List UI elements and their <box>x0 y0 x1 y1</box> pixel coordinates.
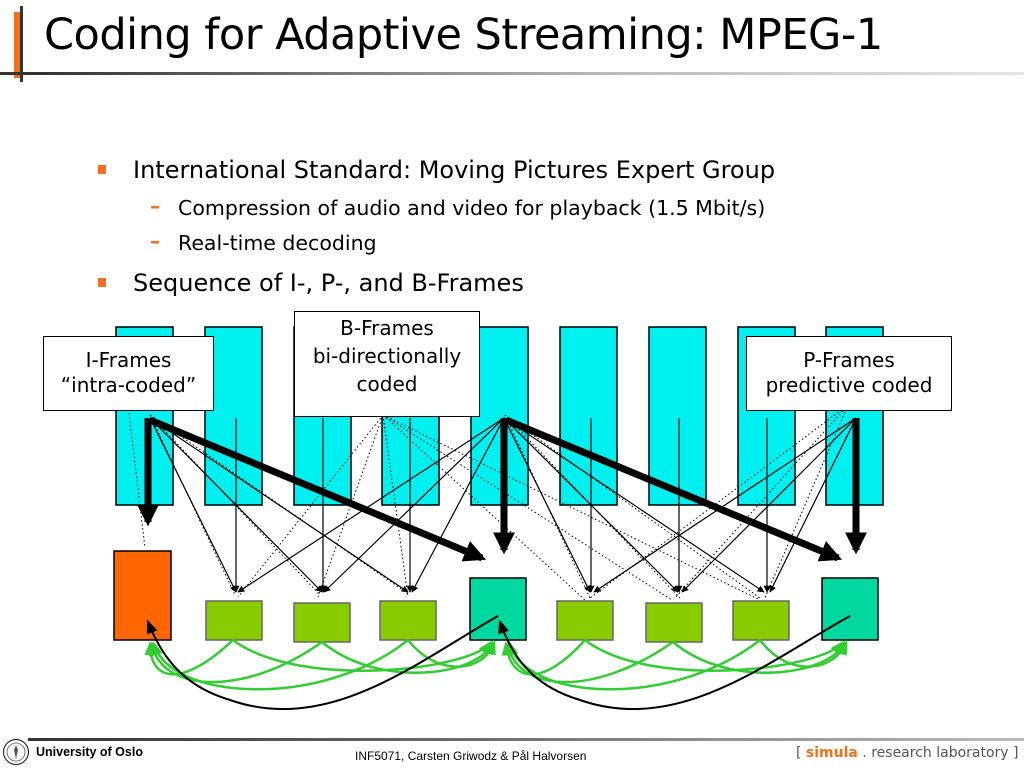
bullet-square-icon <box>98 165 106 174</box>
source-frame <box>648 326 707 506</box>
callout-subtitle: predictive coded <box>765 373 933 397</box>
source-frame <box>204 326 263 506</box>
footer-university: University of Oslo <box>36 745 143 759</box>
source-frame <box>559 326 618 506</box>
bullet-2: Sequence of I-, P-, and B-Frames <box>133 269 524 297</box>
title-divider <box>0 72 1024 75</box>
callout-title: B-Frames <box>340 316 434 340</box>
ip-frame-arrows <box>137 416 867 562</box>
decode-dependency-arrows <box>144 638 848 691</box>
bullet-square-icon <box>98 278 106 287</box>
b-frame <box>645 602 703 643</box>
sub-bullet-1: Compression of audio and video for playb… <box>178 196 766 220</box>
footer-course: INF5071, Carsten Griwodz & Pål Halvorsen <box>355 749 587 763</box>
callout-title: I-Frames <box>85 348 172 372</box>
lab-name: . research laboratory ] <box>857 745 1019 761</box>
b-frame <box>293 602 351 643</box>
p-frames-callout: P-Frames predictive coded <box>746 336 952 411</box>
callout-subtitle: bi-directionally <box>312 344 462 368</box>
callout-title: P-Frames <box>803 348 895 372</box>
p-frame <box>469 577 527 641</box>
callout-subtitle: “intra-coded” <box>60 373 197 397</box>
slide-title: Coding for Adaptive Streaming: MPEG-1 <box>44 10 883 60</box>
b-frames-callout: B-Frames bi-directionally coded <box>294 311 480 417</box>
b-frame <box>556 600 614 641</box>
footer-divider <box>28 738 1024 741</box>
callout-subtitle: coded <box>356 372 418 396</box>
i-frames-callout: I-Frames “intra-coded” <box>43 336 214 411</box>
university-seal-icon <box>2 738 30 766</box>
sub-bullet-dash-icon: – <box>150 194 160 218</box>
bullet-1: International Standard: Moving Pictures … <box>133 156 776 184</box>
sub-bullet-2: Real-time decoding <box>178 231 377 255</box>
b-frame <box>732 600 790 641</box>
p-reference-arrows <box>146 615 851 710</box>
title-accent-bar <box>14 12 22 78</box>
p-frame <box>821 577 879 641</box>
lab-simula: simula <box>805 745 858 761</box>
i-frame <box>113 550 172 641</box>
b-frame <box>379 600 437 641</box>
lab-bracket-open: [ <box>796 745 806 761</box>
b-frame-arrows <box>149 417 857 593</box>
title-accent-line <box>20 6 23 82</box>
footer-lab-logo: [ simula . research laboratory ] <box>796 745 1019 761</box>
b-frame <box>205 600 263 641</box>
sub-bullet-dash-icon: – <box>150 229 160 253</box>
